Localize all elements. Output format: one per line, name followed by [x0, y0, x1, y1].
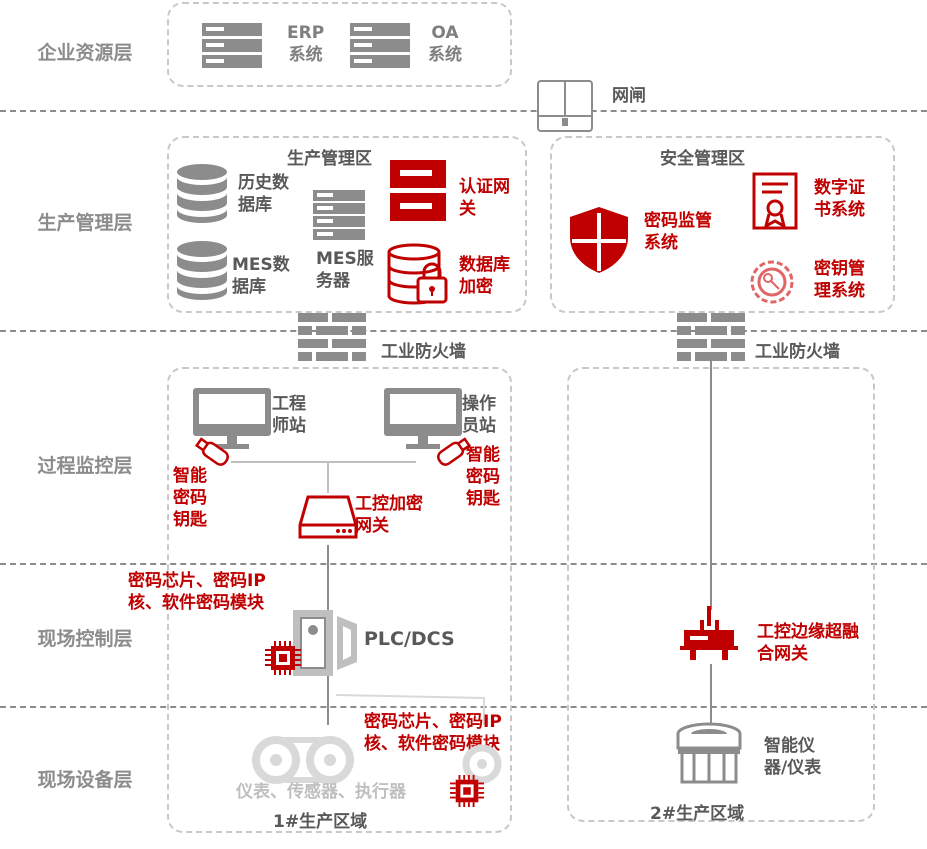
certificate-icon [752, 172, 798, 230]
edge-gateway-label: 工控边缘超融 合网关 [757, 622, 859, 664]
smart-instrument-icon [676, 722, 742, 784]
mes-database-label: MES数 据库 [232, 255, 290, 297]
firewall-left-label: 工业防火墙 [381, 342, 466, 362]
ics-encryption-gateway-label: 工控加密 网关 [355, 494, 423, 536]
database-encryption-label: 数据库 加密 [459, 255, 510, 297]
smart-key-right-label: 智能 密码 钥匙 [466, 445, 500, 509]
oa-system-label: OA 系统 [428, 23, 462, 65]
erp-server-icon [202, 23, 262, 68]
production-area-1-zone [167, 367, 512, 833]
key-management-label: 密钥管 理系统 [814, 259, 865, 301]
layer-label-field-device: 现场设备层 [37, 769, 133, 791]
network-gate-label: 网闸 [612, 86, 646, 106]
operator-station-label: 操作 员站 [462, 394, 496, 436]
digital-cert-label: 数字证 书系统 [814, 178, 865, 220]
mes-database-icon [177, 241, 227, 300]
key-management-gear-icon [750, 260, 794, 304]
firewall-icon [677, 313, 745, 361]
layer-label-process-monitor: 过程监控层 [37, 455, 133, 477]
auth-gateway-icon [390, 160, 446, 221]
security-mgmt-zone [550, 136, 895, 313]
instruments-label: 仪表、传感器、执行器 [236, 782, 406, 802]
layer-label-production-mgmt: 生产管理层 [37, 212, 133, 234]
crypto-chip-top-label: 密码芯片、密码IP 核、软件密码模块 [128, 571, 266, 613]
firewall-right-label: 工业防火墙 [755, 342, 840, 362]
instrument-gears-icon [252, 736, 354, 784]
firewall-icon [298, 313, 366, 361]
history-database-icon [177, 164, 227, 223]
usb-key-icon [437, 437, 472, 466]
production-area-2-zone [567, 367, 875, 822]
layer-label-field-control: 现场控制层 [37, 628, 133, 650]
mes-server-label: MES服 务器 [316, 249, 374, 291]
crypto-chip-bottom-label: 密码芯片、密码IP 核、软件密码模块 [364, 712, 502, 754]
smart-instrument-label: 智能仪 器/仪表 [764, 736, 822, 778]
crypto-chip-icon [450, 775, 484, 807]
security-zone-title: 安全管理区 [660, 149, 745, 169]
smart-key-left-label: 智能 密码 钥匙 [173, 466, 207, 530]
layer-divider [0, 563, 927, 565]
enterprise-zone [167, 2, 512, 87]
plc-dcs-label: PLC/DCS [364, 628, 455, 650]
history-database-label: 历史数 据库 [238, 173, 289, 215]
layer-divider [0, 706, 927, 708]
production-area-1-label: 1#生产区域 [273, 812, 368, 832]
layer-divider [0, 110, 927, 112]
production-zone-title: 生产管理区 [287, 149, 372, 169]
engineer-station-label: 工程 师站 [272, 394, 306, 436]
mes-server-icon [313, 190, 365, 240]
shield-icon [570, 207, 628, 273]
operator-monitor-icon [384, 388, 462, 449]
production-mgmt-zone [167, 136, 527, 313]
oa-server-icon [350, 23, 410, 68]
plc-controller-icon [293, 610, 357, 676]
actuator-icon [462, 744, 502, 784]
auth-gateway-label: 认证网 关 [459, 177, 510, 219]
production-area-2-label: 2#生产区域 [650, 804, 745, 824]
engineer-monitor-icon [193, 388, 271, 449]
edge-gateway-icon [680, 606, 738, 660]
crypto-monitor-label: 密码监管 系统 [644, 211, 712, 253]
layer-label-enterprise: 企业资源层 [37, 42, 133, 64]
usb-key-icon [194, 437, 229, 466]
database-encryption-icon [387, 243, 448, 305]
network-gate-icon [537, 80, 593, 132]
crypto-chip-icon [265, 641, 301, 675]
ics-encryption-gateway-icon [298, 495, 358, 539]
layer-divider [0, 330, 927, 332]
erp-system-label: ERP 系统 [287, 23, 325, 65]
